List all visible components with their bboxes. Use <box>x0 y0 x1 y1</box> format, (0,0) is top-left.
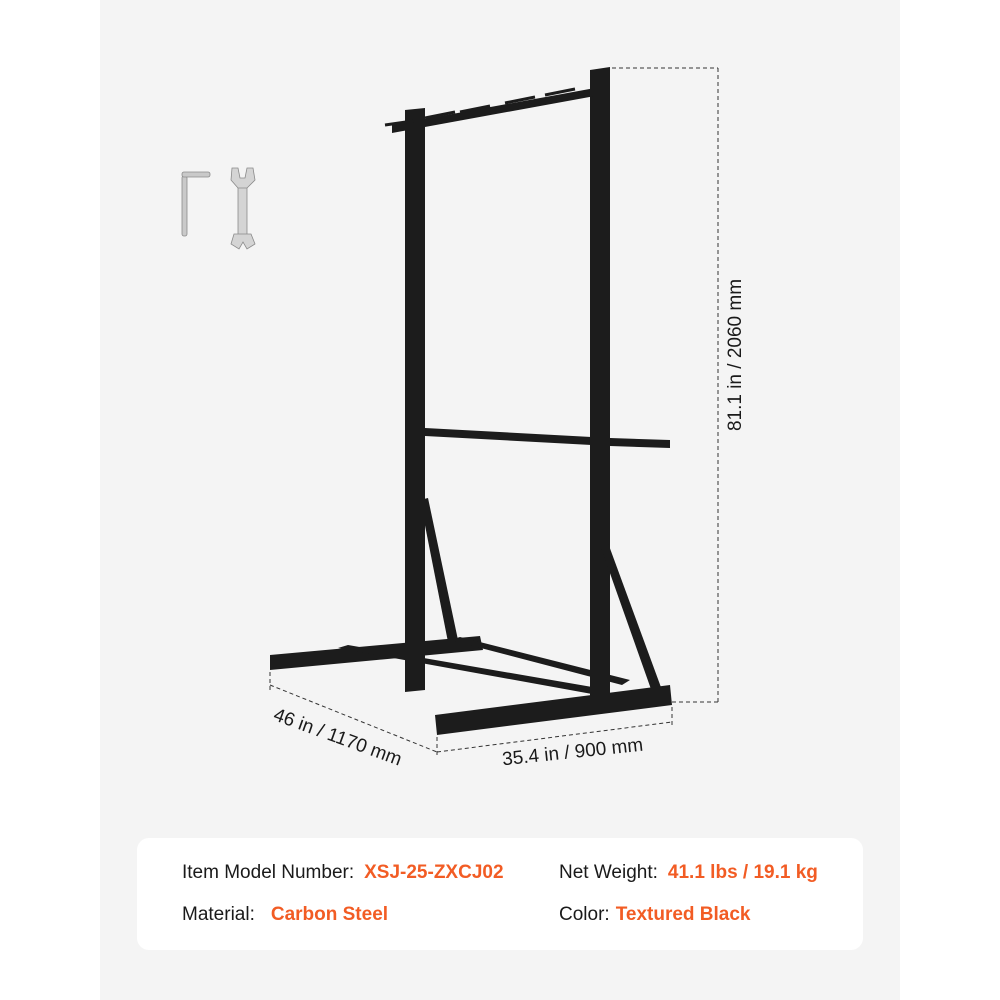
weight-value: 41.1 lbs / 19.1 kg <box>667 862 818 883</box>
rack <box>270 67 672 735</box>
right-upright <box>590 67 610 712</box>
wrench-icon <box>230 167 256 250</box>
spec-model: Item Model Number: XSJ-25-ZXCJ02 <box>182 862 504 884</box>
height-dimension: 81.1 in / 2060 mm <box>725 278 747 432</box>
left-brace <box>420 498 458 642</box>
weight-label: Net Weight: <box>559 862 658 883</box>
model-value: XSJ-25-ZXCJ02 <box>364 862 504 883</box>
color-label: Color: <box>559 904 610 925</box>
cross-bar-2 <box>450 637 630 685</box>
background-panel <box>100 0 900 1000</box>
cross-bar-1 <box>338 645 598 694</box>
left-upright <box>405 108 425 692</box>
spec-material: Material: Carbon Steel <box>182 904 388 926</box>
material-label: Material: <box>182 904 255 925</box>
spec-weight: Net Weight: 41.1 lbs / 19.1 kg <box>559 862 818 884</box>
material-value: Carbon Steel <box>270 904 389 925</box>
spec-color: Color:Textured Black <box>559 904 751 926</box>
dimension-lines <box>269 67 719 755</box>
spec-box: Item Model Number: XSJ-25-ZXCJ02 Net Weig… <box>137 838 863 950</box>
hooks <box>384 87 576 127</box>
model-label: Item Model Number: <box>182 862 355 883</box>
shelf <box>425 428 670 448</box>
hook-bar <box>392 88 595 133</box>
right-brace <box>600 543 662 692</box>
color-value: Textured Black <box>615 904 751 925</box>
front-base-bar <box>435 685 672 735</box>
allen-key-icon <box>181 171 211 237</box>
